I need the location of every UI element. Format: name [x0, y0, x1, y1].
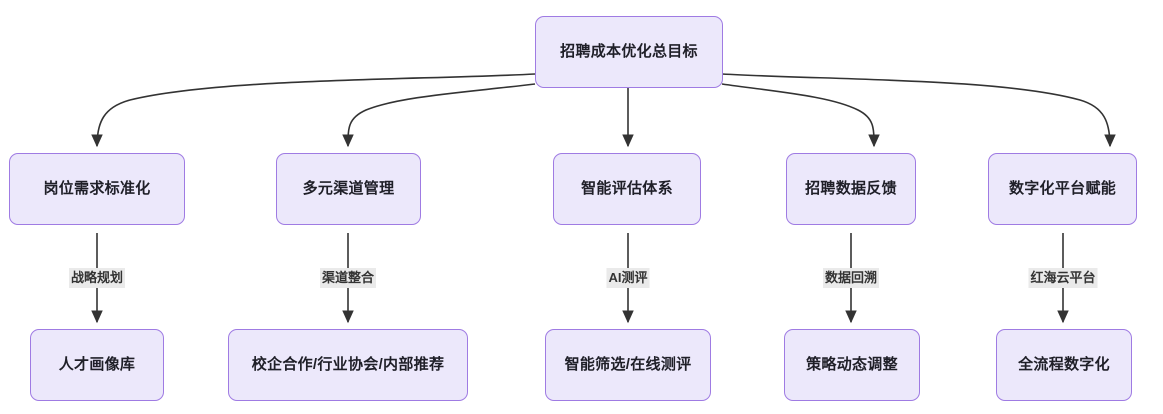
edge-label-branch-2: 渠道整合 [319, 268, 377, 288]
node-branch-2-label: 多元渠道管理 [302, 180, 395, 197]
node-branch-5-label: 数字化平台赋能 [1008, 180, 1117, 197]
node-branch-4[interactable]: 招聘数据反馈 [786, 153, 916, 225]
edge-label-branch-3: AI测评 [606, 268, 650, 288]
edge-label-branch-5-text: 红海云平台 [1030, 270, 1096, 285]
node-leaf-5[interactable]: 全流程数字化 [996, 329, 1132, 401]
node-leaf-2[interactable]: 校企合作/行业协会/内部推荐 [228, 329, 468, 401]
node-leaf-2-label: 校企合作/行业协会/内部推荐 [251, 356, 445, 373]
node-branch-1-label: 岗位需求标准化 [43, 180, 151, 197]
node-branch-2[interactable]: 多元渠道管理 [276, 153, 421, 225]
edge-label-branch-4-text: 数据回溯 [824, 270, 878, 285]
edge-root-to-branch-1 [91, 73, 536, 148]
edge-label-branch-4: 数据回溯 [822, 268, 880, 288]
node-leaf-4[interactable]: 策略动态调整 [784, 329, 920, 401]
node-leaf-1[interactable]: 人才画像库 [30, 329, 164, 401]
edge-label-branch-1: 战略规划 [68, 268, 126, 288]
node-branch-3[interactable]: 智能评估体系 [553, 153, 701, 225]
edge-label-branch-1-text: 战略规划 [70, 270, 124, 285]
node-branch-4-label: 招聘数据反馈 [805, 180, 897, 197]
node-leaf-4-label: 策略动态调整 [806, 356, 898, 373]
node-leaf-3-label: 智能筛选/在线测评 [564, 356, 692, 373]
node-leaf-1-label: 人才画像库 [58, 356, 136, 373]
node-root[interactable]: 招聘成本优化总目标 [535, 16, 723, 88]
node-leaf-3[interactable]: 智能筛选/在线测评 [545, 329, 711, 401]
edge-label-branch-2-text: 渠道整合 [321, 270, 375, 285]
node-leaf-5-label: 全流程数字化 [1018, 356, 1110, 373]
node-root-label: 招聘成本优化总目标 [560, 43, 698, 60]
edge-label-branch-3-text: AI测评 [608, 270, 648, 285]
edge-label-branch-5: 红海云平台 [1028, 268, 1098, 288]
node-branch-3-label: 智能评估体系 [581, 180, 673, 197]
edge-root-to-branch-4 [721, 83, 880, 148]
edge-root-to-branch-5 [721, 73, 1116, 148]
node-branch-5[interactable]: 数字化平台赋能 [988, 153, 1137, 225]
node-branch-1[interactable]: 岗位需求标准化 [9, 153, 185, 225]
edge-root-to-branch-2 [342, 83, 536, 148]
